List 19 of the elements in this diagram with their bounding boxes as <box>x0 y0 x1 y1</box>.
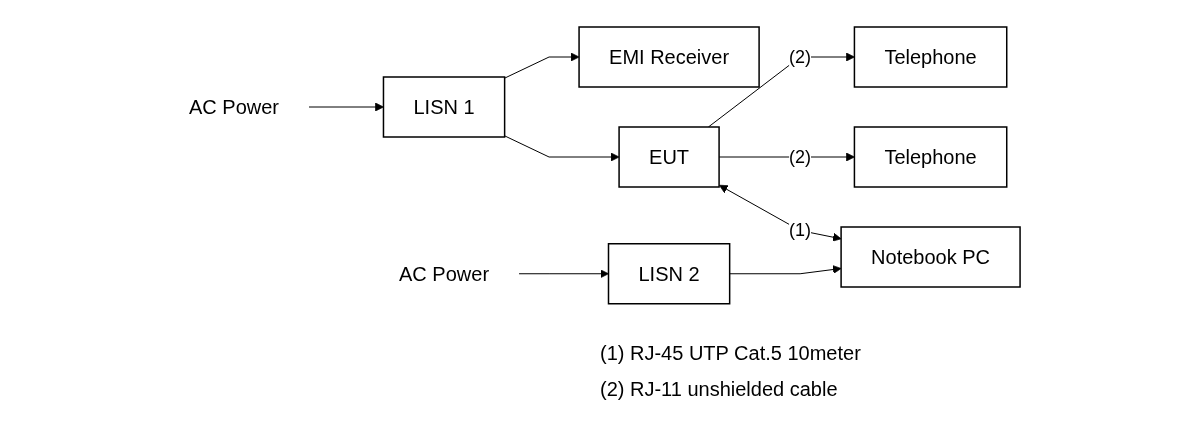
edge-label: (2) <box>789 46 812 67</box>
arrow <box>729 264 842 274</box>
note-text: (2) RJ-11 unshielded cable <box>600 377 839 402</box>
note-text: (1) RJ-45 UTP Cat.5 10meter <box>600 341 861 366</box>
node-box: Notebook PC <box>840 225 1021 288</box>
node-box: LISN 1 <box>382 75 506 138</box>
arrow <box>504 52 580 79</box>
arrow <box>308 102 384 112</box>
node-box: Telephone <box>853 125 1008 188</box>
node-box: EUT <box>618 125 720 188</box>
node-box: Telephone <box>853 25 1008 88</box>
node-text: AC Power <box>188 95 279 118</box>
edge-label: (2) <box>789 146 812 167</box>
node-box: EMI Receiver <box>578 25 760 88</box>
node-box: LISN 2 <box>607 242 731 305</box>
arrow <box>504 134 620 162</box>
edge-label: (1) <box>789 219 812 240</box>
node-text: AC Power <box>399 262 490 285</box>
arrow <box>518 269 609 278</box>
